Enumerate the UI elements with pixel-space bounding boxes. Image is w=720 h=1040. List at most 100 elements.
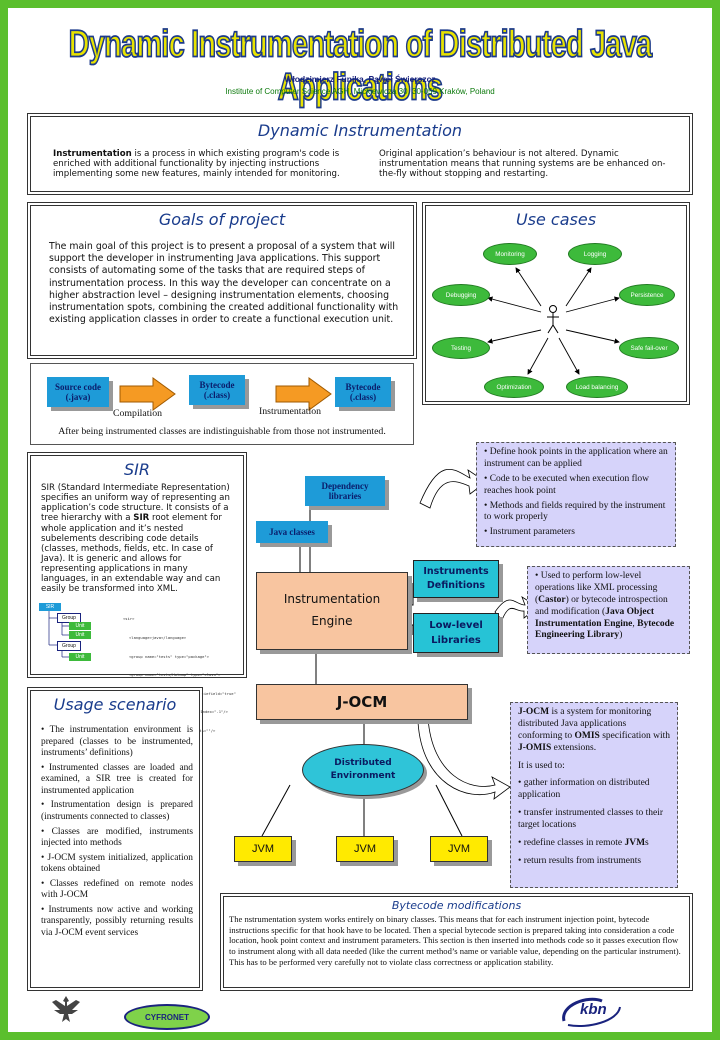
instrumentation-engine-box: Instrumentation Engine: [256, 572, 408, 650]
usage-item: Instrumented classes are loaded and exam…: [41, 763, 193, 798]
castor-b2: Java Object Instrumentation Engine: [535, 606, 654, 629]
xml-line: <language>java</language>: [129, 635, 187, 641]
note-jocm: J-OCM is a system for monitoring distrib…: [510, 702, 678, 888]
goals-title: Goals of project: [158, 210, 286, 229]
usecase-testing: Testing: [432, 337, 490, 359]
bytecode-text: The nstrumentation system works entirely…: [229, 914, 681, 967]
castor-t2: ) or bytecode introspection and modifica…: [535, 594, 668, 617]
jvm-box-1: JVM: [234, 836, 292, 862]
sir-text-pre: SIR (Standard Intermediate Representatio…: [41, 483, 230, 524]
usecase-safe-failover: Safe fail-over: [619, 337, 679, 359]
castor-t4: ): [619, 630, 623, 641]
goals-panel: Goals of project The main goal of this p…: [27, 202, 417, 359]
usecases-title: Use cases: [515, 210, 597, 229]
usecase-optimization: Optimization: [484, 376, 544, 398]
usage-item: Classes are modified, instruments inject…: [41, 827, 193, 850]
bytecode-box-2: Bytecode (.class): [335, 377, 391, 407]
distributed-environment-label: Distributed Environment: [330, 758, 396, 781]
sir-tree-node-sir: SIR: [39, 603, 61, 611]
distributed-environment-ellipse: Distributed Environment: [302, 744, 424, 796]
jvm-box-2: JVM: [336, 836, 394, 862]
jvm-box-3: JVM: [430, 836, 488, 862]
arrow-instrumentation: [275, 377, 332, 411]
note-hook-item: Methods and fields required by the instr…: [484, 501, 668, 525]
usecase-logging: Logging: [568, 243, 622, 265]
jocm-t3: extensions.: [551, 742, 597, 753]
jocm-item: gather information on distributed applic…: [518, 778, 670, 802]
note-hook-item: Code to be executed when execution flow …: [484, 474, 668, 498]
bytecode-box-1: Bytecode (.class): [189, 375, 245, 405]
intro-title: Dynamic Instrumentation: [257, 121, 463, 140]
jocm-item3-pre: redefine classes in remote: [523, 837, 625, 848]
castor-t3: ,: [632, 618, 638, 629]
sir-tree-node-unit: Unit: [69, 622, 91, 630]
note-hook-item: Define hook points in the application wh…: [484, 447, 668, 471]
intro-right-text: Original application’s behaviour is not …: [379, 149, 666, 180]
sir-tree-node-unit: Unit: [69, 631, 91, 639]
flow-caption: After being instrumented classes are ind…: [58, 426, 386, 437]
cyfronet-logo: CYFRONET: [124, 1004, 210, 1030]
sir-text-bold: SIR: [133, 513, 150, 524]
kbn-logo: kbn: [558, 995, 626, 1031]
eagle-emblem-icon: [52, 996, 80, 1022]
jocm-b3: J-OMIS: [518, 742, 552, 753]
jocm-item: return results from instruments: [518, 856, 670, 868]
note-low-level: • Used to perform low-level operations l…: [527, 566, 690, 654]
jocm-box: J-OCM: [256, 684, 468, 720]
note-hook-item: Instrument parameters: [484, 527, 668, 539]
sir-tree-node-group: Group: [57, 641, 81, 651]
jocm-t1: is a system for monitoring distributed J…: [518, 707, 652, 741]
jocm-t2: specification with: [599, 730, 670, 741]
usage-item: Instruments now active and working trans…: [41, 905, 193, 940]
usage-item: Instrumentation design is prepared (inst…: [41, 800, 193, 823]
xml-line: <sir>: [123, 616, 135, 622]
xml-line: <group name="tests" type="package">: [129, 653, 210, 659]
kbn-swirl-icon: [562, 997, 621, 1027]
usecases-panel: Use cases Monitoring Logging Debugging P…: [422, 202, 690, 405]
sir-tree-node-unit: Unit: [69, 653, 91, 661]
java-classes-box: Java classes: [256, 521, 328, 543]
usecase-monitoring: Monitoring: [483, 243, 537, 265]
usage-item: J-OCM system initialized, application to…: [41, 853, 193, 876]
jocm-item3-post: s: [645, 837, 649, 848]
affiliation: Institute of Computer Science AGH, Micki…: [225, 87, 495, 96]
usage-item: The instrumentation environment is prepa…: [41, 725, 193, 760]
jocm-item: redefine classes in remote JVMs: [518, 838, 670, 850]
bytecode-panel: Bytecode modifications The nstrumentatio…: [220, 893, 693, 991]
intro-left-text: Instrumentation is a process in which ex…: [53, 149, 343, 179]
jocm-used: It is used to:: [518, 760, 565, 771]
intro-left-bold: Instrumentation: [53, 149, 132, 159]
usage-item: Classes redefined on remote nodes with J…: [41, 879, 193, 902]
instrumentation-label: Instrumentation: [259, 406, 322, 417]
castor-t1: Used to perform low-level operations lik…: [535, 571, 658, 605]
kbn-logo-text: kbn: [580, 1001, 607, 1018]
cyfronet-logo-text: CYFRONET: [145, 1012, 189, 1022]
usage-panel: Usage scenario The instrumentation envir…: [27, 687, 203, 991]
usecase-diagram: [487, 267, 620, 375]
usage-title: Usage scenario: [53, 695, 177, 714]
usecase-persistence: Persistence: [619, 284, 675, 306]
flow-panel: Source code (.java) Bytecode (.class) By…: [30, 363, 414, 445]
intro-left-rest: is a process in which existing program's…: [53, 149, 340, 180]
engine-label: Instrumentation Engine: [283, 592, 381, 628]
jocm-b2: OMIS: [574, 730, 600, 741]
poster-title: Dynamic Instrumentation of Distributed J…: [68, 23, 653, 109]
jocm-b1: J-OCM: [518, 707, 550, 717]
dependency-libraries-box: Dependency libraries: [305, 476, 385, 506]
usecase-load-balancing: Load balancing: [566, 376, 628, 398]
sir-text: SIR (Standard Intermediate Representatio…: [41, 483, 236, 595]
goals-text: The main goal of this project is to pres…: [49, 241, 399, 326]
xml-line: <group name="tests/Hotmap" type="class">: [129, 672, 221, 678]
usecase-debugging: Debugging: [432, 284, 490, 306]
actor-icon: [547, 305, 559, 334]
arrow-compilation: [119, 377, 176, 411]
sir-title: SIR: [124, 460, 150, 479]
jocm-item3-bold: JVM: [624, 837, 646, 848]
sir-panel: SIR SIR (Standard Intermediate Represent…: [27, 452, 247, 770]
sir-text-post: root element for whole application and i…: [41, 513, 222, 595]
instruments-definitions-box: Instruments Definitions: [413, 560, 499, 598]
sir-tree-diagram: [48, 611, 69, 658]
castor-b1: Castor: [538, 594, 566, 605]
compilation-label: Compilation: [113, 408, 162, 419]
